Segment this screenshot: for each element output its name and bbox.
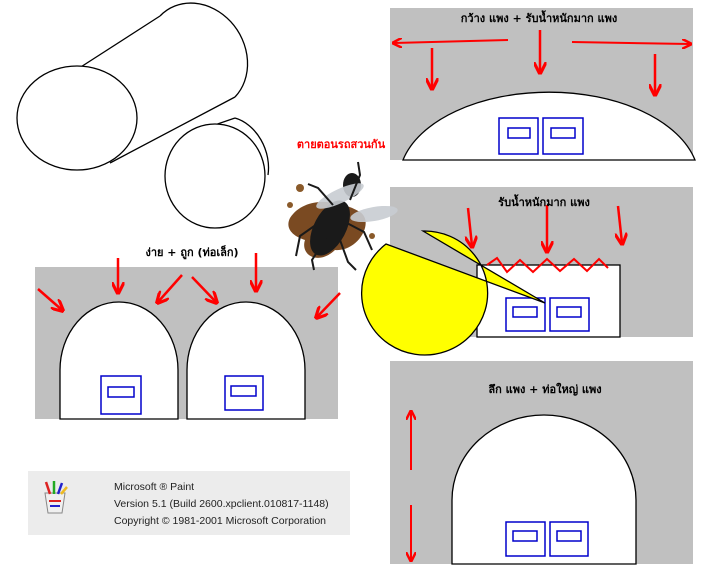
fly-illustration — [287, 161, 398, 271]
panel-twin-small-tunnels — [35, 253, 341, 420]
about-box: Microsoft ® Paint Version 5.1 (Build 260… — [28, 471, 350, 535]
panel-wide-tunnel — [390, 8, 696, 161]
small-pipe-cylinder — [164, 117, 270, 229]
caption-left: ง่าย + ถูก (ท่อเล็ก) — [145, 245, 238, 260]
caption-bottom-right: ลึก แพง + ท่อใหญ่ แพง — [488, 382, 601, 396]
about-copyright: Copyright © 1981-2001 Microsoft Corporat… — [114, 515, 327, 527]
callout-text: ตายตอนรถสวนกัน — [297, 138, 386, 151]
large-pipe-cylinder — [16, 2, 249, 171]
paint-logo-icon — [42, 481, 68, 515]
about-product: Microsoft ® Paint — [114, 481, 195, 493]
caption-top-right: กว้าง แพง + รับน้ำหนักมาก แพง — [461, 10, 617, 25]
about-version: Version 5.1 (Build 2600.xpclient.010817-… — [114, 498, 329, 510]
panel-deep-tunnel — [390, 361, 693, 565]
callout-bubble — [361, 230, 546, 356]
caption-middle-right: รับน้ำหนักมาก แพง — [498, 194, 590, 209]
